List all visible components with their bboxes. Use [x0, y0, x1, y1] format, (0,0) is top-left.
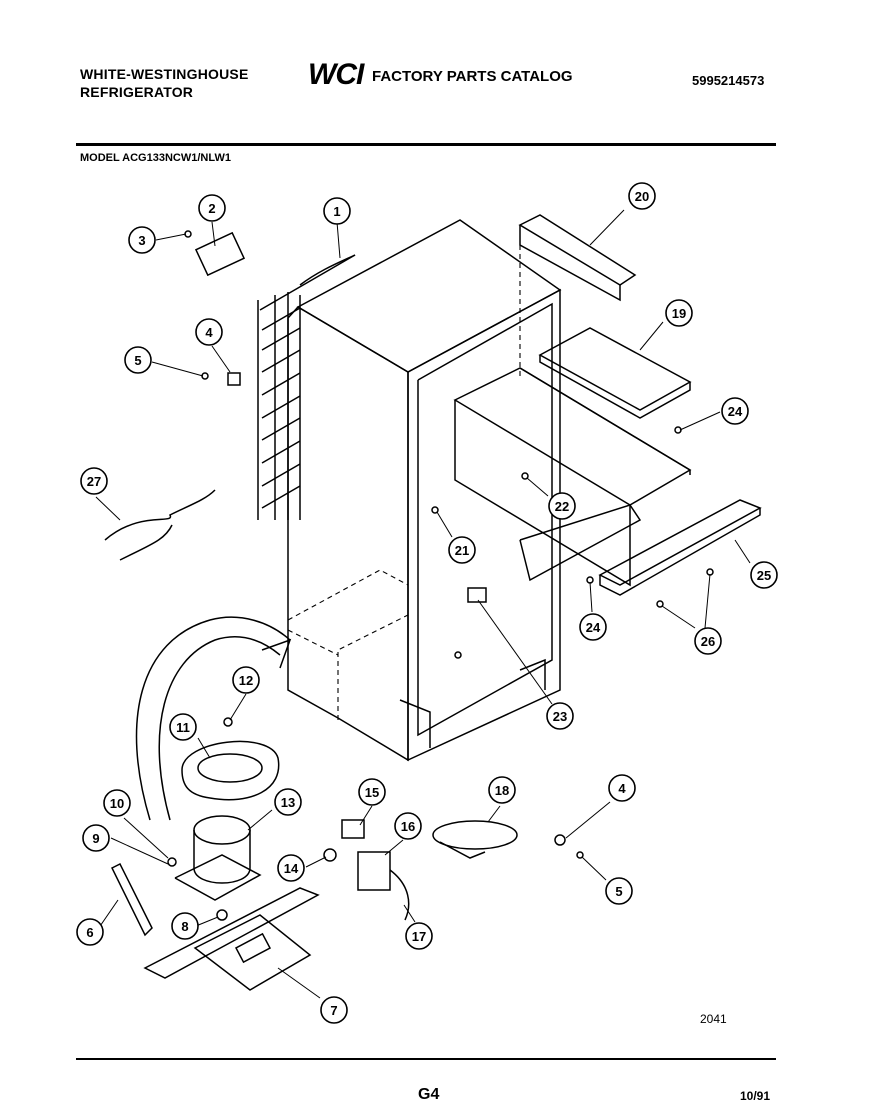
- svg-text:15: 15: [365, 785, 379, 800]
- svg-text:19: 19: [672, 306, 686, 321]
- model-number: MODEL ACG133NCW1/NLW1: [80, 152, 231, 164]
- svg-text:2: 2: [208, 201, 215, 216]
- svg-text:8: 8: [181, 919, 188, 934]
- svg-text:17: 17: [412, 929, 426, 944]
- svg-text:25: 25: [757, 568, 771, 583]
- svg-text:3: 3: [138, 233, 145, 248]
- publication-date: 10/91: [740, 1089, 771, 1103]
- svg-text:24: 24: [586, 620, 601, 635]
- wire-harness: [104, 489, 216, 561]
- callout-23: 23: [546, 702, 574, 730]
- callout-9: 9: [82, 824, 110, 852]
- callout-19: 19: [665, 299, 693, 327]
- svg-text:4: 4: [205, 325, 213, 340]
- callout-24-top: 24: [721, 397, 749, 425]
- page-code: G4: [418, 1086, 440, 1103]
- callout-4: 4: [195, 318, 223, 346]
- callout-3: 3: [128, 226, 156, 254]
- bottom-channel: [598, 499, 762, 596]
- svg-text:11: 11: [176, 720, 190, 735]
- svg-text:7: 7: [330, 1003, 337, 1018]
- hardware: [167, 230, 714, 921]
- callout-13: 13: [274, 788, 302, 816]
- evaporator: [453, 367, 692, 587]
- callout-2: 2: [198, 194, 226, 222]
- power-cord: [432, 820, 518, 859]
- svg-text:16: 16: [401, 819, 415, 834]
- callout-7: 7: [320, 996, 348, 1024]
- svg-text:10: 10: [110, 796, 124, 811]
- callout-17: 17: [405, 922, 433, 950]
- svg-text:5: 5: [615, 884, 622, 899]
- callout-20: 20: [628, 182, 656, 210]
- svg-text:22: 22: [555, 499, 569, 514]
- callout-16: 16: [394, 812, 422, 840]
- svg-text:13: 13: [281, 795, 295, 810]
- svg-text:5: 5: [134, 353, 141, 368]
- callout-8: 8: [171, 912, 199, 940]
- callout-26: 26: [694, 627, 722, 655]
- callout-24-bottom: 24: [579, 613, 607, 641]
- condenser-coil: [257, 254, 356, 520]
- compressor: [174, 815, 262, 901]
- catalog-part-number: 5995214573: [692, 73, 765, 88]
- callout-6: 6: [76, 918, 104, 946]
- callout-22: 22: [548, 492, 576, 520]
- callout-1: 1: [323, 197, 351, 225]
- svg-text:21: 21: [455, 543, 469, 558]
- svg-text:24: 24: [728, 404, 743, 419]
- callout-15: 15: [358, 778, 386, 806]
- shelf-bracket: [538, 327, 692, 419]
- relay-overload: [341, 819, 410, 921]
- callout-12: 12: [232, 666, 260, 694]
- svg-text:6: 6: [86, 925, 93, 940]
- svg-text:4: 4: [618, 781, 626, 796]
- svg-text:14: 14: [284, 861, 299, 876]
- brand-name: WHITE-WESTINGHOUSE: [80, 66, 249, 82]
- cabinet-drawing: [287, 219, 562, 762]
- drain-pan: [181, 740, 280, 801]
- svg-text:27: 27: [87, 474, 101, 489]
- callout-18: 18: [488, 776, 516, 804]
- mounting-plate: [143, 887, 320, 991]
- callout-4-right: 4: [608, 774, 636, 802]
- callout-25: 25: [750, 561, 778, 589]
- svg-text:12: 12: [239, 673, 253, 688]
- callout-5: 5: [124, 346, 152, 374]
- product-type: REFRIGERATOR: [80, 84, 194, 100]
- leader-lines: [95, 209, 751, 999]
- footer-rule: [76, 1058, 776, 1060]
- top-bracket: [518, 214, 637, 380]
- svg-text:9: 9: [92, 831, 99, 846]
- svg-text:18: 18: [495, 783, 509, 798]
- drain-hose: [135, 616, 292, 821]
- header-rule: [76, 143, 776, 146]
- svg-text:1: 1: [333, 204, 340, 219]
- callout-14: 14: [277, 854, 305, 882]
- drawing-number: 2041: [700, 1012, 727, 1026]
- wci-logo: WCI: [308, 58, 364, 91]
- callout-5-right: 5: [605, 877, 633, 905]
- clip-bracket: [110, 862, 153, 937]
- svg-text:20: 20: [635, 189, 649, 204]
- callout-11: 11: [169, 713, 197, 741]
- svg-text:26: 26: [701, 634, 715, 649]
- callout-10: 10: [103, 789, 131, 817]
- catalog-title: FACTORY PARTS CATALOG: [372, 68, 573, 85]
- svg-text:23: 23: [553, 709, 567, 724]
- callout-21: 21: [448, 536, 476, 564]
- callout-27: 27: [80, 467, 108, 495]
